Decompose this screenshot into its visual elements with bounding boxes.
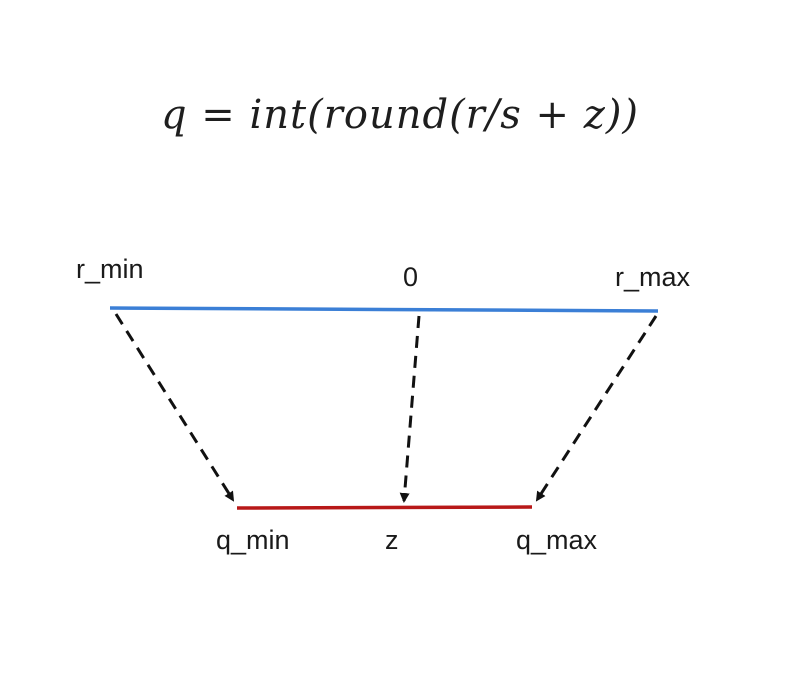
zero-label: 0 bbox=[403, 262, 419, 292]
q-min-label: q_min bbox=[216, 525, 290, 555]
r-max-label: r_max bbox=[615, 262, 691, 292]
quantization-formula: q = int(round(r/s + z)) bbox=[160, 92, 640, 138]
real-range-line bbox=[109, 306, 659, 313]
mapping-arrow-min bbox=[114, 313, 235, 502]
r-min-label: r_min bbox=[76, 254, 144, 284]
mapping-arrow-zero bbox=[399, 315, 421, 503]
mapping-arrow-max bbox=[535, 315, 658, 502]
q-max-label: q_max bbox=[516, 525, 598, 555]
quantized-range-line bbox=[236, 505, 533, 510]
z-label: z bbox=[385, 525, 399, 555]
